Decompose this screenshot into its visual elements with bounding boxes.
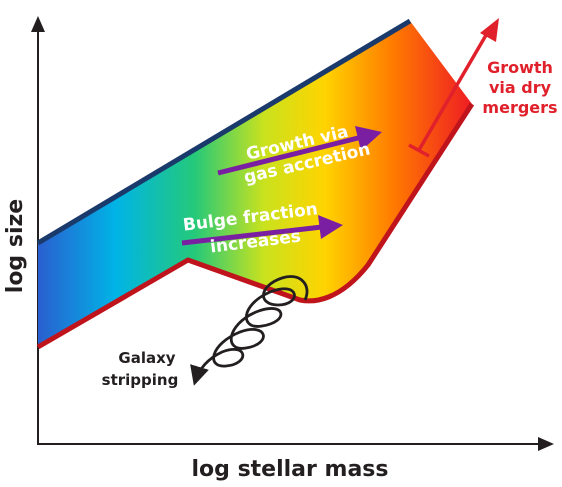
stripping-spiral-icon — [190, 275, 309, 386]
y-axis-arrow-icon — [31, 16, 45, 32]
svg-text:stripping: stripping — [102, 371, 179, 389]
svg-text:Galaxy: Galaxy — [118, 349, 175, 367]
gas-accretion-arrow-icon — [217, 126, 382, 176]
galaxy-size-region — [38, 21, 472, 347]
x-axis-arrow-icon — [538, 437, 554, 451]
svg-text:Growth: Growth — [487, 58, 553, 77]
x-axis-label: log stellar mass — [192, 457, 389, 482]
svg-text:via dry: via dry — [489, 78, 552, 97]
y-axis-label: log size — [3, 199, 28, 293]
upper-boundary-line — [36, 18, 412, 246]
svg-text:mergers: mergers — [482, 98, 557, 117]
axes — [31, 16, 554, 451]
lower-boundary-line — [36, 102, 475, 350]
dry-mergers-label: Growth via dry mergers — [482, 58, 557, 117]
dry-mergers-arrow-icon — [408, 18, 499, 158]
bulge-arrow-icon — [181, 215, 343, 246]
galaxy-stripping-label: Galaxy stripping — [102, 349, 179, 389]
